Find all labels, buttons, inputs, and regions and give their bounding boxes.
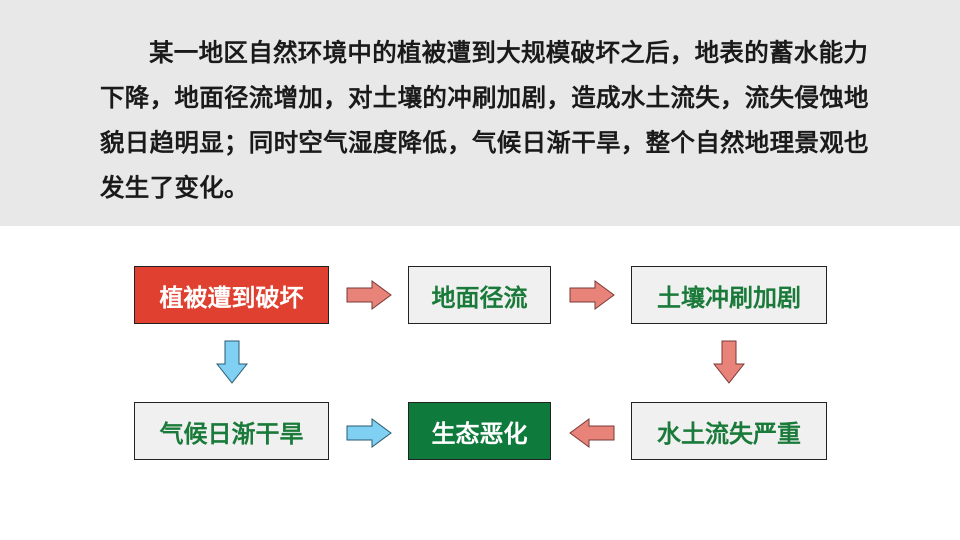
arrow-right-1 xyxy=(346,280,392,310)
description-paragraph: 某一地区自然环境中的植被遭到大规模破坏之后，地表的蓄水能力下降，地面径流增加，对… xyxy=(100,38,869,202)
arrow-left-1 xyxy=(569,418,615,448)
node-soil-loss-severe: 水土流失严重 xyxy=(631,402,827,460)
node-surface-runoff: 地面径流 xyxy=(408,266,551,324)
node-ecology-deterioration: 生态恶化 xyxy=(408,402,551,460)
text-panel: 某一地区自然环境中的植被遭到大规模破坏之后，地表的蓄水能力下降，地面径流增加，对… xyxy=(0,0,960,226)
node-climate-drought: 气候日渐干旱 xyxy=(134,402,329,460)
node-vegetation-destroyed: 植被遭到破坏 xyxy=(134,266,329,324)
arrow-down-left xyxy=(216,340,248,384)
arrow-right-3 xyxy=(346,418,392,448)
arrow-down-right xyxy=(713,340,745,384)
node-soil-erosion: 土壤冲刷加剧 xyxy=(631,266,827,324)
arrow-right-2 xyxy=(569,280,615,310)
